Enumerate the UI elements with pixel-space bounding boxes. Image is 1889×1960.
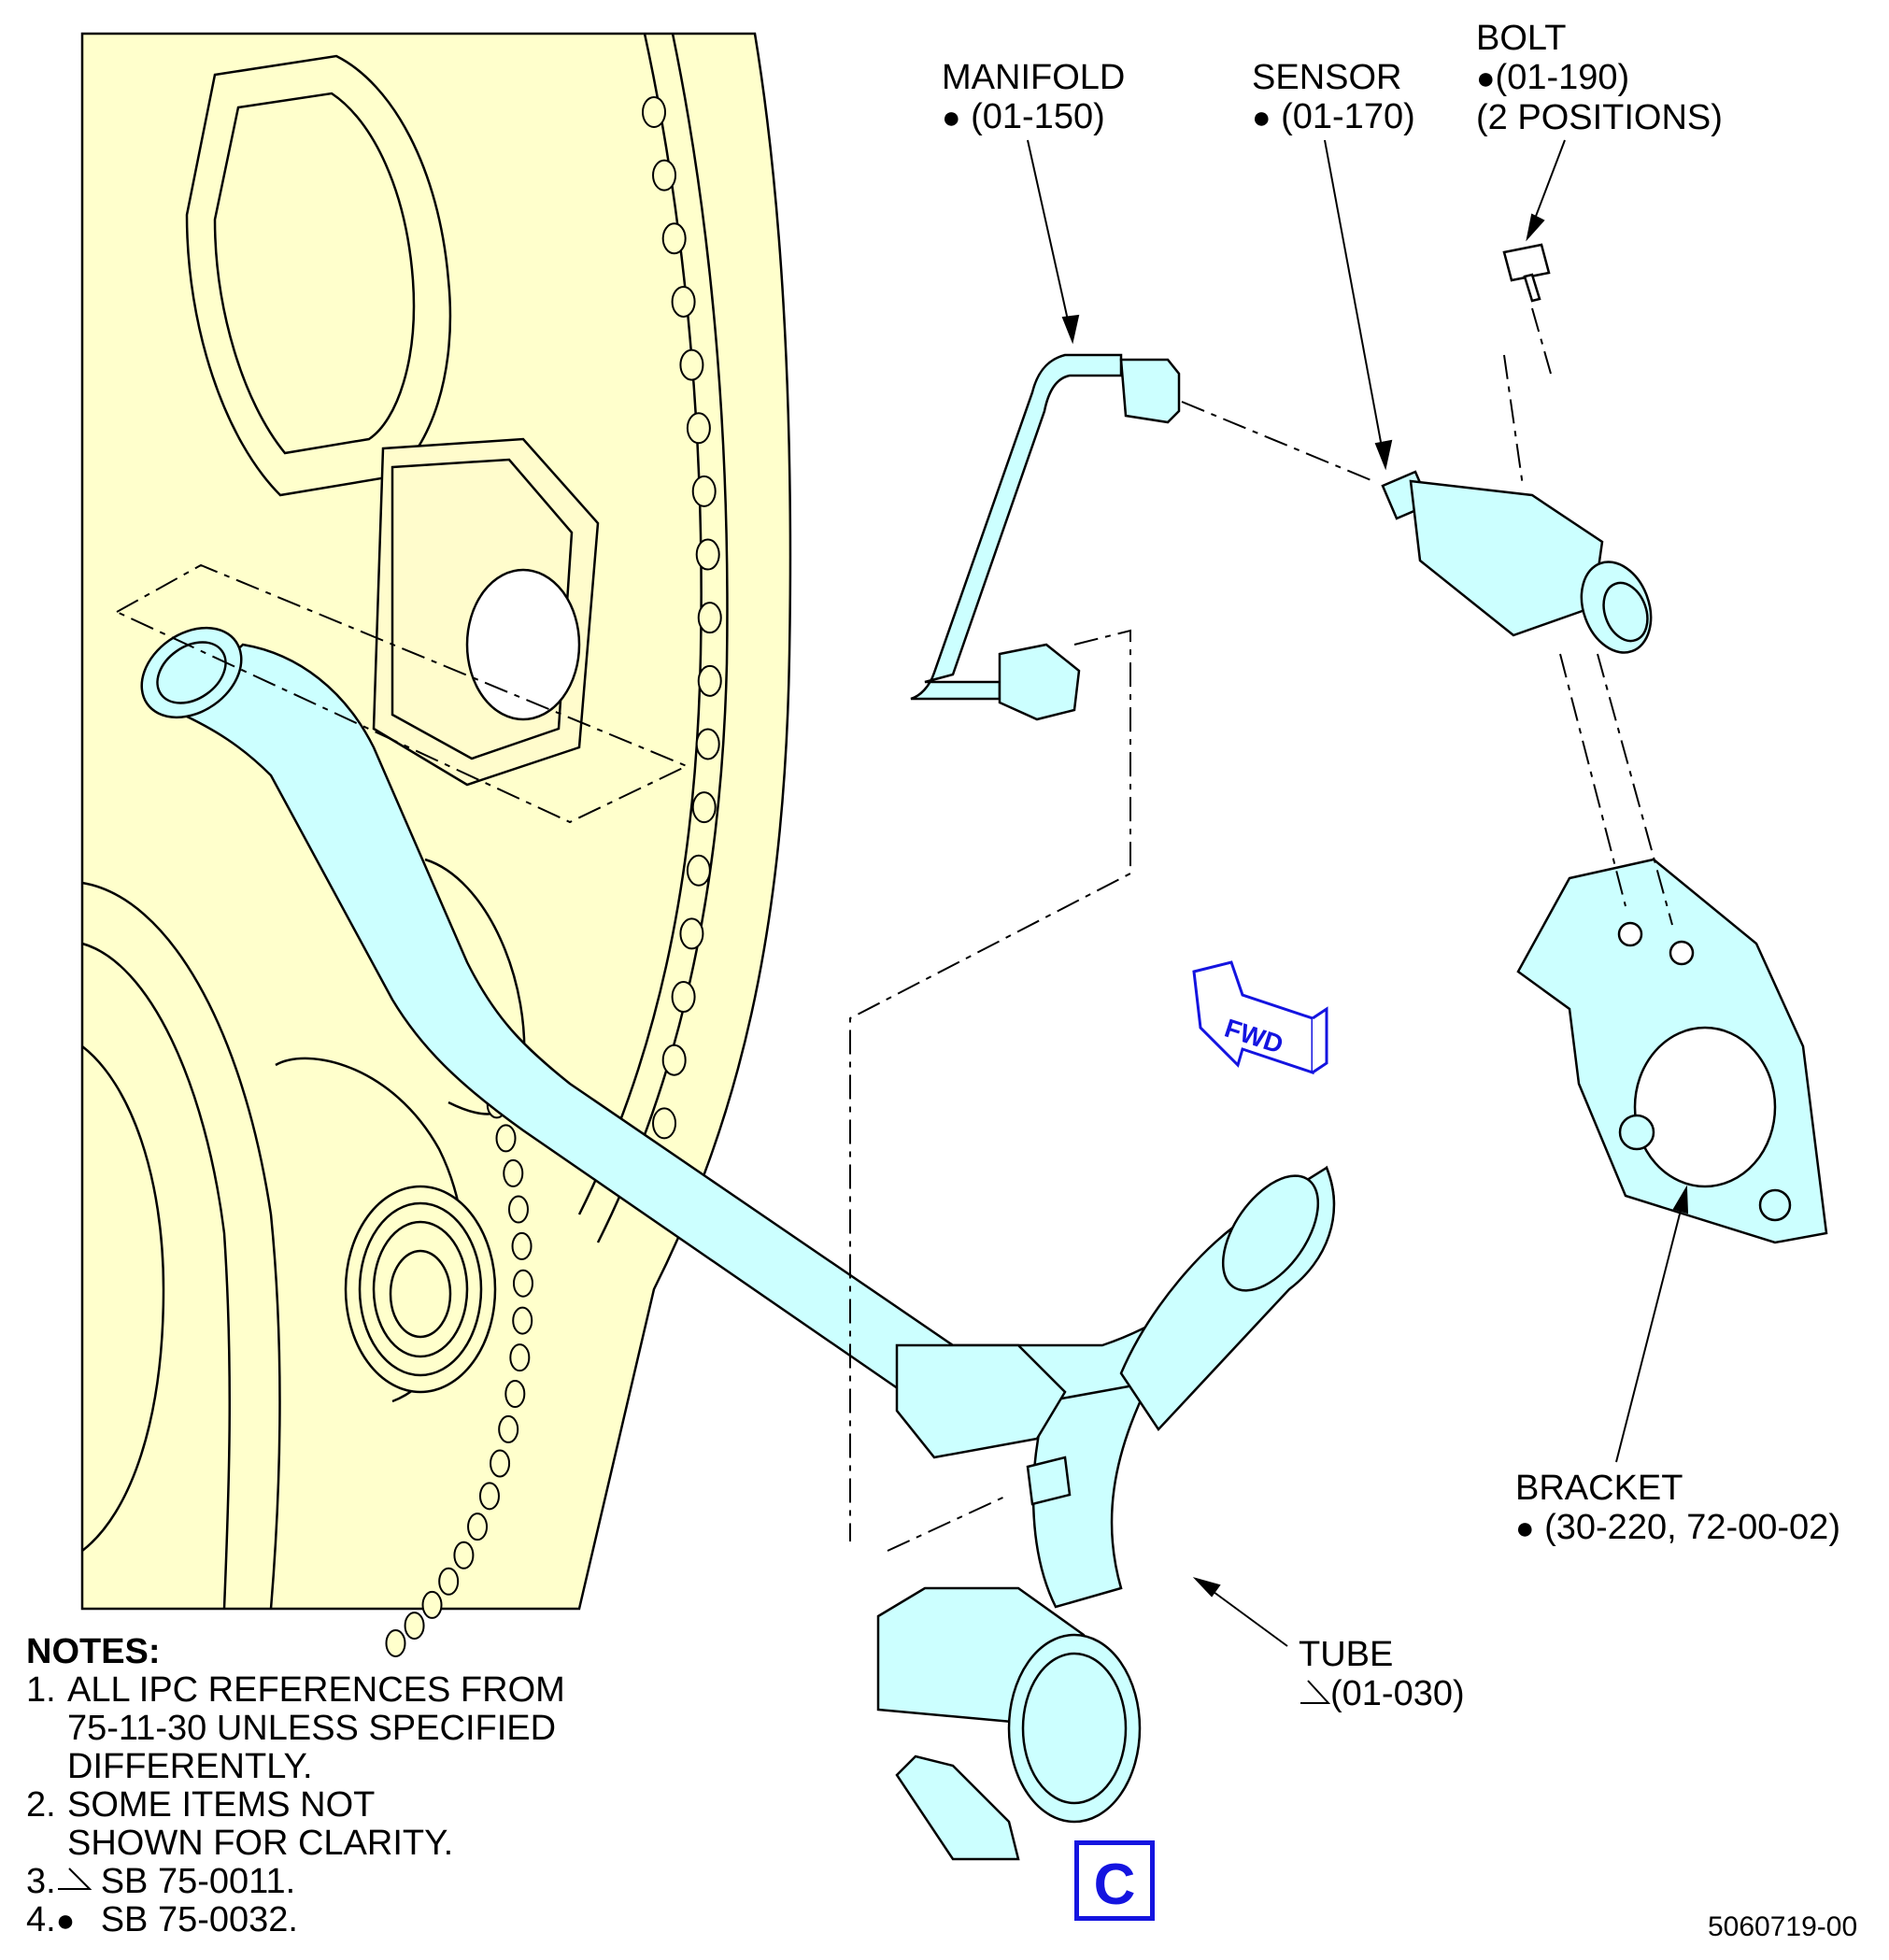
bolt-hole [509,1343,531,1372]
bolt-hole [511,1231,533,1260]
engine-case [80,32,792,1611]
bolt-hole [478,1482,500,1511]
sb-bullet-icon: ● [1476,61,1496,96]
sensor-part [1381,470,1653,654]
note-4: 4. ●SB 75-0032. [26,1900,298,1939]
bolt-ref: (01-190) [1495,58,1630,97]
bolt-hole [495,1124,517,1153]
bolt-hole [490,1449,511,1478]
bolt-hole [652,1107,677,1140]
manifold-callout: MANIFOLD ● (01-150) [942,58,1125,137]
assembly-lines [114,307,1673,1552]
bolt-hole [438,1567,460,1596]
bolt-hole [642,96,666,128]
manifold-part [910,353,1181,721]
view-label: C [1074,1840,1155,1921]
bolt-hole [503,1158,524,1187]
note-1: 1.ALL IPC REFERENCES FROM [26,1670,565,1710]
bracket-part [1516,858,1828,1244]
bolt-hole [671,981,696,1014]
fwd-arrow-icon [1192,960,1328,1075]
tube-part [140,626,1335,1861]
notes-block: NOTES: 1.ALL IPC REFERENCES FROM 75-11-3… [26,1632,565,1939]
tube-name: TUBE [1299,1635,1394,1674]
bolt-hole [652,159,677,192]
sensor-name: SENSOR [1252,58,1402,97]
bolt-hole [507,1195,529,1224]
bolt-hole [661,222,687,255]
bolt-hole [686,412,711,445]
manifold-ref: (01-150) [971,97,1105,136]
bolt-hole [671,285,696,318]
bolt-hole [679,917,704,950]
bolt-hole [686,854,711,887]
sb-bullet-icon: ● [942,100,961,135]
bolt-hole [661,1044,687,1076]
sb-flag-icon [56,1863,101,1901]
bolt-hole [697,602,722,634]
tube-callout: TUBE (01-030) [1299,1635,1465,1713]
bolt-hole [498,1414,519,1443]
sensor-ref: (01-170) [1281,97,1415,136]
bolt-hole [512,1306,533,1335]
figure-number: 5060719-00 [1708,1911,1858,1942]
tube-ref: (01-030) [1330,1674,1465,1713]
notes-title: NOTES: [26,1632,161,1671]
bolt-hole [385,1628,406,1657]
sb-bullet-icon: ● [1515,1511,1535,1546]
sb-bullet-icon: ● [1252,100,1271,135]
bolt-hole [504,1380,526,1409]
bolt-callout: BOLT ●(01-190) (2 POSITIONS) [1476,19,1723,137]
bolt-hole [691,791,717,824]
bolt-hole [453,1541,475,1569]
bolt-hole [695,728,720,760]
bolt-name: BOLT [1476,19,1567,58]
note-3: 3.SB 75-0011. [26,1862,296,1901]
bracket-ref: (30-220, 72-00-02) [1544,1508,1840,1547]
bolt-hole [512,1269,533,1298]
sensor-callout: SENSOR ● (01-170) [1252,58,1415,137]
bolt-note: (2 POSITIONS) [1476,98,1723,137]
bolt-hole [695,538,720,571]
bolt-hole [691,475,717,507]
manifold-name: MANIFOLD [942,58,1126,97]
bracket-name: BRACKET [1515,1469,1683,1508]
sb-bullet-icon: ● [55,1903,76,1939]
bolt-hole [697,664,722,697]
note-2: 2.SOME ITEMS NOT [26,1785,376,1825]
bolt-hole [421,1590,443,1619]
bolt-hole [679,348,704,381]
bolt-hole [467,1513,489,1541]
sb-flag-icon [1299,1674,1331,1713]
bracket-callout: BRACKET ● (30-220, 72-00-02) [1515,1469,1840,1548]
bolt-hole [404,1612,425,1640]
bolt-part [1502,243,1551,303]
leader-lines [1027,139,1689,1647]
